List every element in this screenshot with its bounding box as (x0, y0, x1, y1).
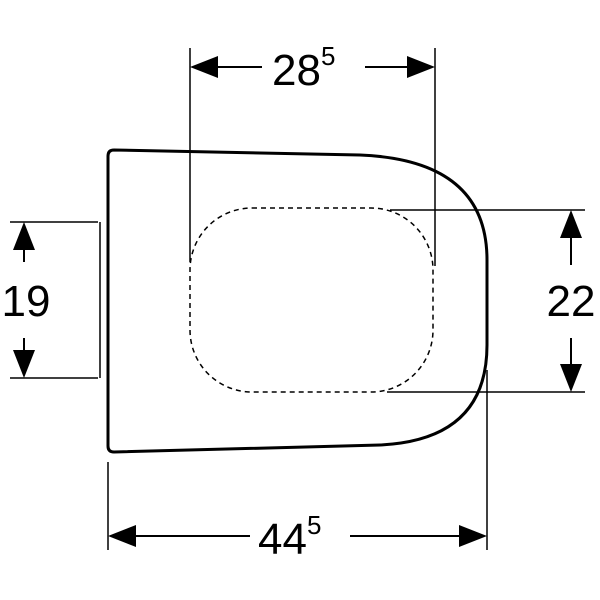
seat-opening-dashed (189, 207, 434, 393)
left-height-dimension (10, 221, 98, 379)
left-height-label: 19 (2, 277, 51, 326)
overall-length-label: 445 (258, 510, 321, 564)
top-width-dimension (189, 48, 436, 266)
right-height-label: 22 (547, 277, 596, 326)
seat-outline (106, 148, 489, 454)
top-width-label: 285 (272, 41, 335, 95)
overall-length-dimension (107, 370, 488, 550)
right-height-dimension (387, 209, 585, 393)
